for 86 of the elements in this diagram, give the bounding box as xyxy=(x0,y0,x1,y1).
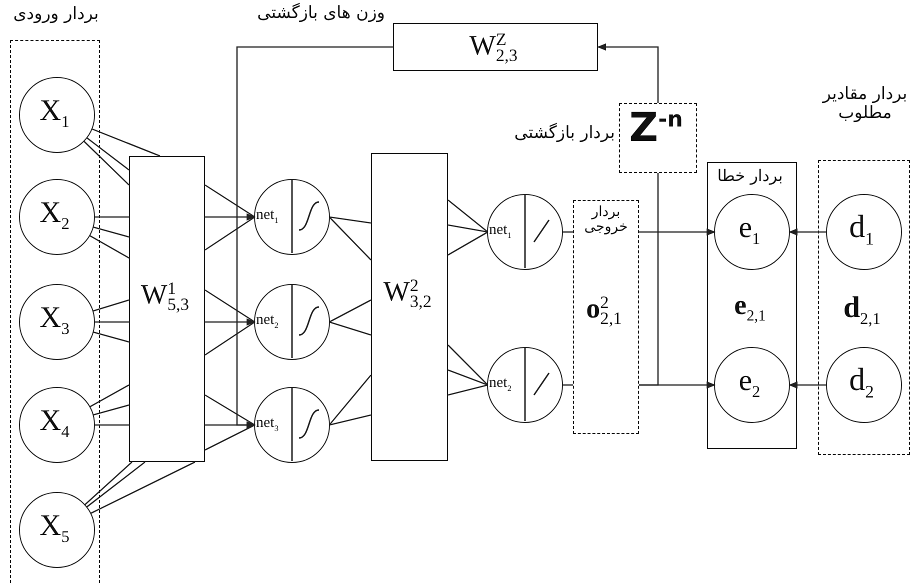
weight-matrix-box xyxy=(129,156,205,462)
connector xyxy=(89,234,130,259)
connector xyxy=(329,299,372,323)
connector xyxy=(639,173,659,386)
input-circle xyxy=(18,492,94,568)
neuron-label: net$_{1}$ xyxy=(489,222,512,240)
connector xyxy=(562,384,573,386)
connector xyxy=(329,414,372,426)
connector xyxy=(204,321,256,356)
connector xyxy=(204,289,256,323)
vector-heading: بردار ورودی xyxy=(12,5,100,24)
connector xyxy=(448,344,488,386)
arrow xyxy=(236,46,393,429)
input-label: X$_{1}$ xyxy=(38,94,70,131)
error-vector-box xyxy=(707,162,797,449)
connector xyxy=(83,140,130,186)
vector-label: e$_{2,1}$ xyxy=(733,291,767,326)
input-label: X$_{4}$ xyxy=(38,404,70,441)
arrow xyxy=(205,318,256,326)
input-label: X$_{3}$ xyxy=(38,300,70,338)
neuron-circle xyxy=(254,387,330,463)
delay-box xyxy=(619,103,697,173)
target-circle xyxy=(826,346,902,422)
connector xyxy=(92,299,130,312)
connector xyxy=(328,374,372,426)
connector xyxy=(562,231,573,233)
connector xyxy=(90,461,196,514)
error-label: e$_{1}$ xyxy=(738,210,762,248)
connector xyxy=(92,331,130,343)
error-circle xyxy=(714,346,790,422)
connector xyxy=(448,369,488,386)
connector xyxy=(448,384,488,396)
weight-matrix-box xyxy=(371,153,448,461)
neuron-label: net$_{2}$ xyxy=(489,375,512,394)
vector-heading: بردار مقادیر مطلوب xyxy=(821,85,908,122)
arrow xyxy=(205,213,256,221)
connector xyxy=(89,384,130,408)
connector xyxy=(204,424,256,451)
connector xyxy=(84,462,132,506)
connector xyxy=(94,321,129,323)
vector-label: d$_{2,1}$ xyxy=(842,291,882,328)
input-label: X$_{2}$ xyxy=(38,196,70,233)
connector xyxy=(328,216,372,260)
connector xyxy=(204,184,256,218)
delay-label: Z$^{-n}$ xyxy=(628,106,684,150)
target-circle xyxy=(826,194,902,270)
input-circle xyxy=(18,284,94,360)
connector xyxy=(86,461,146,508)
neuron-label: net$_{3}$ xyxy=(256,415,280,434)
neuron-label: net$_{2}$ xyxy=(256,312,280,330)
connector xyxy=(448,231,488,256)
connector xyxy=(448,200,488,232)
arrow xyxy=(788,228,827,236)
target-label: d$_{1}$ xyxy=(848,208,875,248)
error-circle xyxy=(714,194,790,270)
caption-text: وزن های بازگشتی xyxy=(256,4,385,23)
target-label: d$_{2}$ xyxy=(848,362,875,402)
connector xyxy=(204,394,256,426)
input-circle xyxy=(18,76,94,152)
vector-heading: بردار خروجی xyxy=(583,205,629,236)
connector xyxy=(86,137,130,171)
vector-heading: بردار خطا xyxy=(716,167,784,185)
output-vector-frame xyxy=(573,200,639,434)
neuron-circle xyxy=(254,179,330,255)
arrow xyxy=(639,228,716,236)
connector xyxy=(92,226,130,238)
neuron-circle xyxy=(254,284,330,360)
input-circle xyxy=(18,386,94,462)
connector xyxy=(94,424,129,426)
connector xyxy=(91,128,160,157)
connector xyxy=(94,216,129,218)
connector xyxy=(92,404,130,416)
neuron-label: net$_{1}$ xyxy=(256,207,280,226)
connector xyxy=(329,321,372,336)
input-label: X$_{5}$ xyxy=(38,508,70,546)
weight-matrix-box xyxy=(393,23,598,71)
connector xyxy=(329,216,372,224)
arrow xyxy=(597,43,659,103)
input-circle xyxy=(18,178,94,254)
neuron-circle xyxy=(487,194,563,270)
arrow xyxy=(788,381,827,389)
error-label: e$_{2}$ xyxy=(738,364,762,401)
caption-text: بردار بازگشتی xyxy=(513,124,615,143)
connector xyxy=(448,224,488,233)
connector xyxy=(204,216,256,251)
neuron-circle xyxy=(487,347,563,423)
